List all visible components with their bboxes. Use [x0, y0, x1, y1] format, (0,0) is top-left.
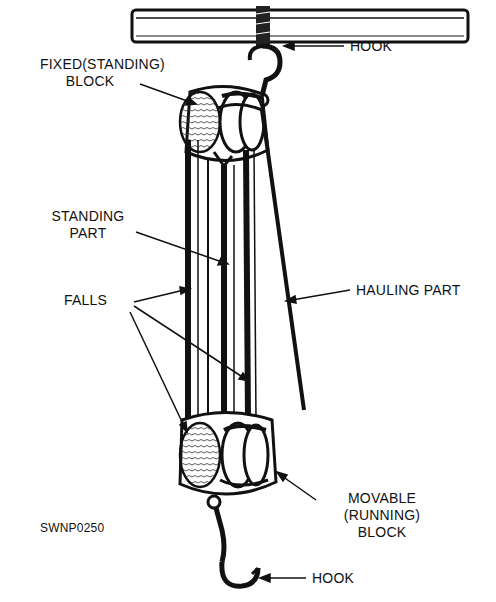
- falls-ropes: [188, 110, 304, 430]
- part-label: HOOK: [312, 570, 392, 587]
- leader-lines: [130, 42, 350, 582]
- beam: [132, 6, 468, 46]
- lower-hook: [208, 496, 258, 586]
- part-label: FALLS: [64, 292, 134, 309]
- movable-block: [180, 413, 276, 495]
- fixed-block: [180, 86, 268, 166]
- part-label: HOOK: [350, 38, 430, 55]
- part-label: HAULING PART: [356, 282, 486, 299]
- part-label: STANDING PART: [42, 208, 134, 242]
- figure-number: SWNP0250: [40, 520, 150, 537]
- part-label: FIXED(STANDING) BLOCK: [40, 56, 140, 90]
- part-label: MOVABLE (RUNNING) BLOCK: [322, 490, 442, 541]
